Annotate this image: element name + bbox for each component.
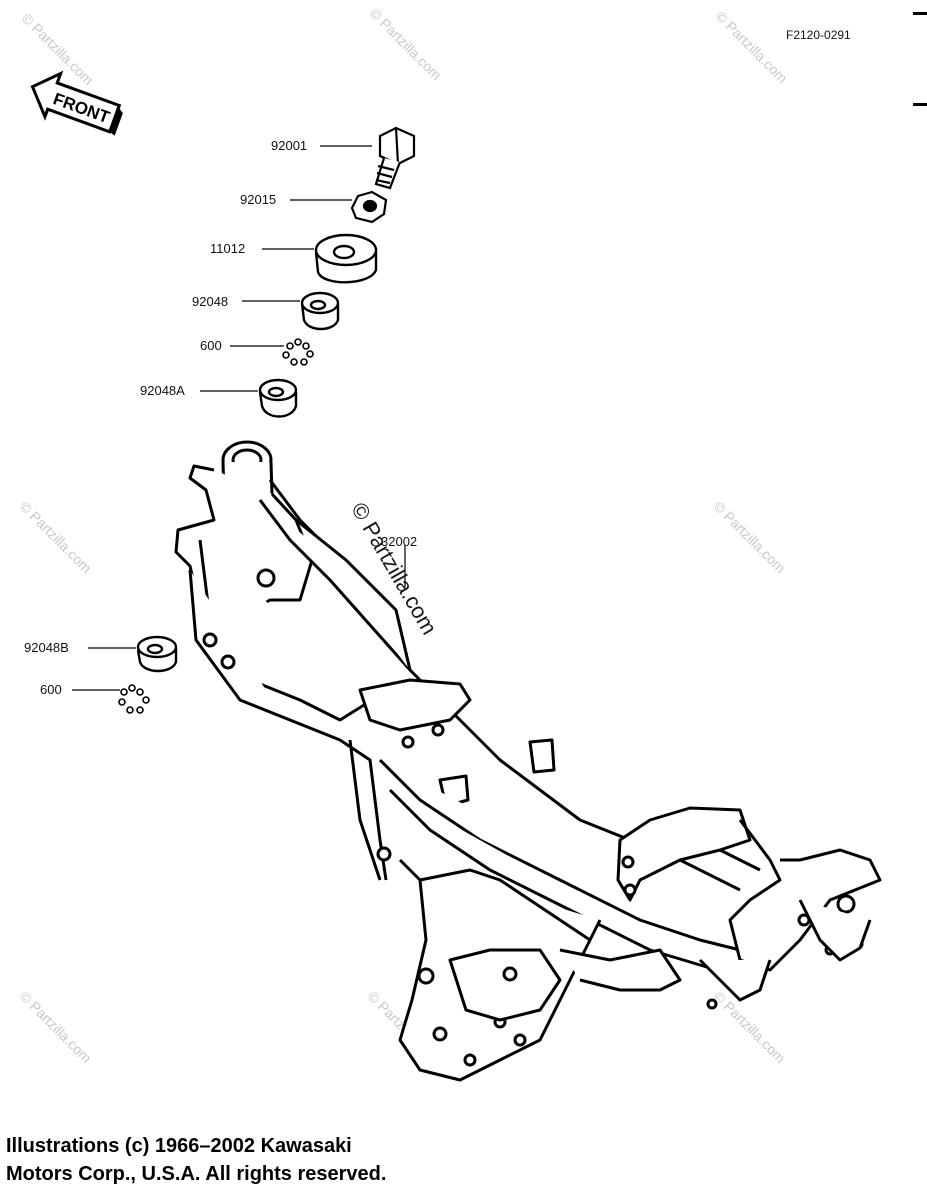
ring-600-lower-icon — [118, 684, 150, 714]
copyright-notice: Illustrations (c) 1966–2002 Kawasaki Mot… — [6, 1132, 386, 1188]
callout-600[interactable]: 600 — [200, 338, 222, 353]
edge-mark-top — [913, 12, 927, 15]
callout-92048b[interactable]: 92048B — [24, 640, 69, 655]
grommet-92048a-icon — [258, 378, 298, 418]
callout-92001[interactable]: 92001 — [271, 138, 308, 153]
collar-11012-icon — [314, 233, 378, 284]
drawing-number: F2120-0291 — [786, 28, 851, 42]
bolt-92001-icon — [374, 126, 416, 190]
nut-92015-icon — [350, 190, 388, 224]
copyright-line-1: Illustrations (c) 1966–2002 Kawasaki — [6, 1135, 352, 1157]
ring-600-icon — [282, 338, 314, 366]
callout-600-lower[interactable]: 600 — [40, 682, 62, 697]
callout-11012[interactable]: 11012 — [210, 241, 246, 256]
edge-mark-second — [913, 103, 927, 106]
callout-92015[interactable]: 92015 — [240, 192, 277, 207]
frame-32002-icon — [174, 440, 882, 1082]
callout-92048a[interactable]: 92048A — [140, 383, 185, 398]
grommet-92048-icon — [300, 291, 340, 331]
front-arrow-icon: FRONT — [30, 70, 123, 136]
copyright-line-2: Motors Corp., U.S.A. All rights reserved… — [6, 1163, 387, 1185]
callout-92048[interactable]: 92048 — [192, 294, 229, 309]
callout-32002[interactable]: 32002 — [381, 534, 418, 549]
grommet-92048b-icon — [136, 635, 178, 673]
